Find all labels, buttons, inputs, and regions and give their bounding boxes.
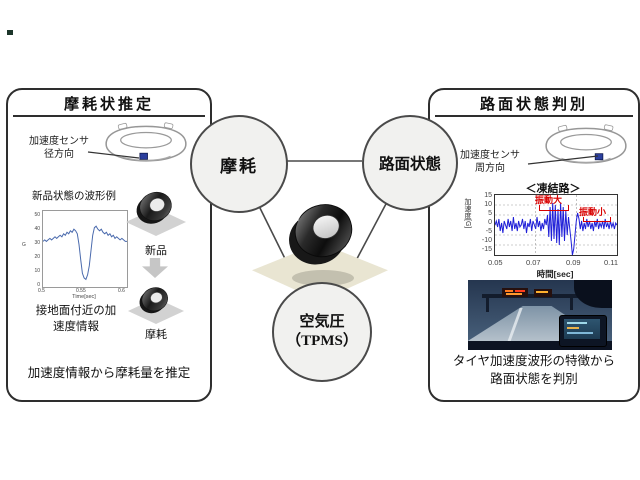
y-tick: 0	[488, 219, 492, 226]
pressure-circle: 空気圧 （TPMS）	[272, 282, 372, 382]
frozen-road-chart: ＜凍結路＞ 加速度[G] 15 10 5 0 -5 -10 -15 振動	[460, 180, 630, 279]
road-circle: 路面状態	[362, 115, 458, 211]
pressure-circle-label: 空気圧 （TPMS）	[286, 313, 358, 350]
wear-waveform-line	[42, 225, 127, 281]
screen-line	[567, 322, 587, 324]
y-tick: 50	[34, 212, 40, 218]
vibration-small-bracket	[583, 217, 611, 222]
frozen-chart-title: ＜凍結路＞	[525, 183, 581, 195]
x-tick: 0.07	[526, 258, 541, 267]
y-tick: 0	[37, 282, 40, 288]
tire-schematic-radial	[105, 122, 187, 162]
center-tire	[289, 200, 353, 265]
new-label: 新品	[145, 245, 167, 257]
tire-shadow	[292, 270, 354, 286]
wear-waveform-chart: G 50 40 30 20 10 0 0.5 0.55 0.6 Time[sec…	[16, 204, 136, 300]
y-tick: 15	[484, 192, 492, 199]
x-tick: 0.05	[488, 258, 503, 267]
circumferential-sensor-label: 加速度センサ 周方向	[460, 150, 520, 174]
vibration-large-bracket	[539, 205, 569, 211]
road-panel-title-rule	[435, 115, 633, 117]
x-tick: 0.09	[566, 258, 581, 267]
y-tick: -10	[481, 237, 492, 244]
worn-label: 摩耗	[145, 329, 167, 341]
frozen-chart-ylabel: 加速度[G]	[464, 198, 471, 229]
wear-estimation-panel: 摩耗状推定 加速度センサ 径方向 新品状態の波形例 G 50 40 30 20 …	[6, 88, 212, 402]
photo-dashboard	[468, 341, 612, 350]
road-bottom-note: タイヤ加速度波形の特徴から 路面状態を判別	[452, 354, 616, 387]
vibration-large-annotation: 振動大	[535, 195, 563, 205]
wear-circle: 摩耗	[190, 115, 288, 213]
x-tick: 0.6	[118, 288, 125, 294]
corner-mark	[7, 30, 13, 35]
circumferential-sensor-pointer	[527, 155, 599, 165]
contact-note: 接地面付近の加 速度情報	[35, 305, 117, 333]
screen-line	[567, 327, 579, 329]
y-tick: 5	[488, 210, 492, 217]
wear-chart-ylabel: G	[22, 242, 26, 248]
screen-line	[567, 332, 593, 334]
photo-gantry	[482, 288, 578, 312]
road-panel-title: 路面状態判別	[479, 96, 588, 113]
y-tick: -5	[485, 228, 492, 235]
y-tick: 40	[34, 226, 40, 232]
radial-sensor-label: 加速度センサ 径方向	[29, 136, 89, 160]
x-tick: 0.11	[604, 258, 619, 267]
worn-tire-icon	[128, 284, 184, 324]
tire-schematic-circumferential	[545, 124, 627, 164]
y-tick: 10	[484, 201, 492, 208]
frozen-chart-plot: 振動大 振動小	[494, 194, 618, 256]
road-circle-label: 路面状態	[378, 156, 441, 173]
wear-panel-title: 摩耗状推定	[63, 96, 154, 113]
wear-chart-plot	[42, 210, 128, 288]
radial-sensor-pointer	[87, 151, 140, 159]
frozen-chart-xlabel: 時間[sec]	[536, 269, 574, 279]
snow-road-photo	[468, 280, 612, 350]
monitor-device	[559, 315, 607, 347]
x-tick: 0.55	[76, 288, 86, 294]
wear-circle-label: 摩耗	[220, 156, 258, 176]
waveform-caption: 新品状態の波形例	[32, 190, 116, 202]
wear-chart-xlabel: Time[sec]	[72, 294, 96, 300]
vibration-small-annotation: 振動小	[579, 207, 607, 217]
wear-panel-title-rule	[13, 115, 205, 117]
road-condition-panel: 路面状態判別 加速度センサ 周方向 ＜凍結路＞ 加速度[G] 15 10 5 0…	[428, 88, 640, 402]
y-tick: 30	[34, 240, 40, 246]
y-tick: 10	[34, 268, 40, 274]
new-tire-icon	[126, 189, 186, 236]
y-tick: 20	[34, 254, 40, 260]
radial-sensor-icon	[139, 152, 148, 160]
x-tick: 0.5	[38, 288, 45, 294]
wear-bottom-note: 加速度情報から摩耗量を推定	[27, 366, 191, 380]
y-tick: -15	[481, 246, 492, 253]
frozen-waveform-line	[495, 202, 617, 255]
monitor-screen	[564, 319, 600, 339]
